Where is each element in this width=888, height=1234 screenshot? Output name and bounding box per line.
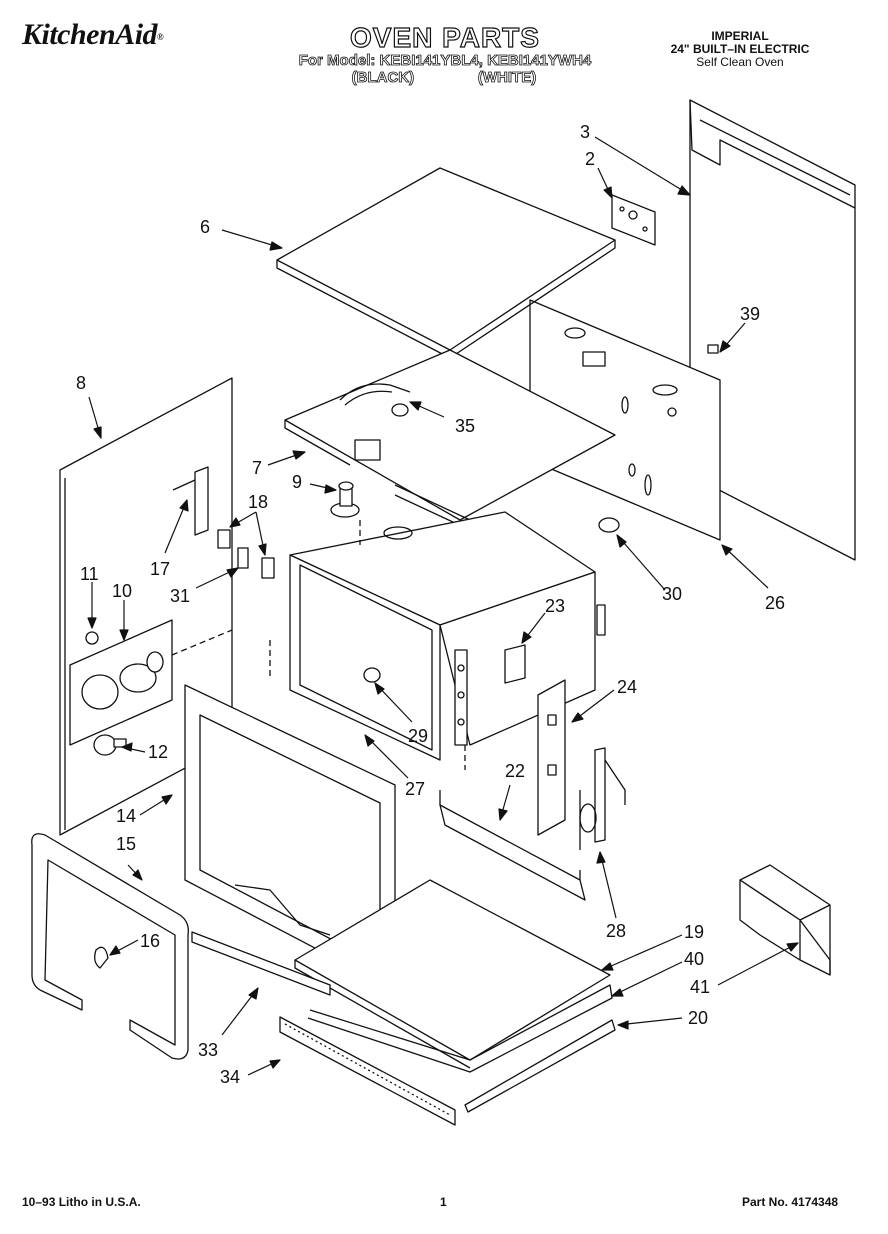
part-plug bbox=[598, 517, 620, 533]
part-clip bbox=[94, 946, 109, 969]
callout-29: 29 bbox=[408, 726, 428, 746]
callout-30: 30 bbox=[662, 584, 682, 604]
callout-34: 34 bbox=[220, 1067, 240, 1087]
part-vent-duct bbox=[739, 864, 831, 976]
brand-name: KitchenAid bbox=[22, 18, 158, 51]
part-screw bbox=[707, 344, 719, 354]
part-rail bbox=[439, 790, 586, 901]
callout-labels: 3 2 6 39 8 35 7 9 18 17 11 10 31 30 26 2… bbox=[76, 122, 785, 1087]
callout-26: 26 bbox=[765, 593, 785, 613]
callout-3: 3 bbox=[580, 122, 590, 142]
callout-24: 24 bbox=[617, 677, 637, 697]
part-hinge-receptacle bbox=[537, 679, 566, 836]
callout-17: 17 bbox=[150, 559, 170, 579]
brand-logo: KitchenAid® bbox=[22, 18, 164, 52]
page-title: OVEN PARTS bbox=[349, 21, 540, 53]
callout-35: 35 bbox=[455, 416, 475, 436]
part-switch-bracket bbox=[172, 466, 209, 536]
footer-page-number: 1 bbox=[440, 1195, 447, 1209]
model-line: For Model: KEBI141YBL4, KEBI141YWH4 bbox=[298, 52, 592, 70]
spec-line-1: IMPERIAL bbox=[711, 29, 769, 43]
part-terminal-block bbox=[330, 481, 360, 518]
callout-18: 18 bbox=[248, 492, 268, 512]
part-base-channel bbox=[279, 1016, 456, 1126]
callout-41: 41 bbox=[690, 977, 710, 997]
spec-line-3: Self Clean Oven bbox=[696, 55, 784, 69]
part-bottom-panel bbox=[294, 879, 613, 1073]
wiring-dashes bbox=[171, 520, 466, 770]
callout-20: 20 bbox=[688, 1008, 708, 1028]
callout-12: 12 bbox=[148, 742, 168, 762]
callout-27: 27 bbox=[405, 779, 425, 799]
spec-line-2: 24" BUILT–IN ELECTRIC bbox=[670, 42, 810, 56]
callout-33: 33 bbox=[198, 1040, 218, 1060]
part-hinge bbox=[579, 747, 626, 850]
callout-39: 39 bbox=[740, 304, 760, 324]
variant-white: (WHITE) bbox=[477, 69, 537, 87]
spec-block: IMPERIAL 24" BUILT–IN ELECTRIC Self Clea… bbox=[640, 30, 840, 69]
part-rear-panel bbox=[689, 99, 856, 561]
variant-black: (BLACK) bbox=[351, 69, 415, 87]
callout-2: 2 bbox=[585, 149, 595, 169]
footer-print-date: 10–93 Litho in U.S.A. bbox=[22, 1195, 141, 1209]
callout-15: 15 bbox=[116, 834, 136, 854]
callout-40: 40 bbox=[684, 949, 704, 969]
part-heat-shield bbox=[284, 349, 616, 531]
variant-line: (BLACK) (WHITE) bbox=[255, 69, 635, 87]
part-front-strip bbox=[464, 1019, 616, 1113]
part-bracket bbox=[611, 194, 656, 246]
callout-19: 19 bbox=[684, 922, 704, 942]
footer-part-number: Part No. 4174348 bbox=[742, 1195, 839, 1209]
leader-arrows bbox=[87, 136, 799, 1076]
callout-9: 9 bbox=[292, 472, 302, 492]
callout-6: 6 bbox=[200, 217, 210, 237]
callout-28: 28 bbox=[606, 921, 626, 941]
callout-14: 14 bbox=[116, 806, 136, 826]
title-block: OVEN PARTS For Model: KEBI141YBL4, KEBI1… bbox=[255, 21, 635, 87]
callout-22: 22 bbox=[505, 761, 525, 781]
callout-31: 31 bbox=[170, 586, 190, 606]
part-light-socket bbox=[363, 667, 381, 683]
callout-16: 16 bbox=[140, 931, 160, 951]
part-door-gasket bbox=[31, 833, 189, 1060]
callout-23: 23 bbox=[545, 596, 565, 616]
callout-8: 8 bbox=[76, 373, 86, 393]
registered-mark: ® bbox=[157, 32, 164, 43]
part-trim-strip bbox=[191, 931, 331, 996]
callout-7: 7 bbox=[252, 458, 262, 478]
part-latch-bracket bbox=[504, 644, 526, 684]
part-switches bbox=[217, 529, 275, 579]
callout-10: 10 bbox=[112, 581, 132, 601]
part-light-assembly bbox=[69, 619, 173, 756]
callout-11: 11 bbox=[80, 564, 99, 584]
